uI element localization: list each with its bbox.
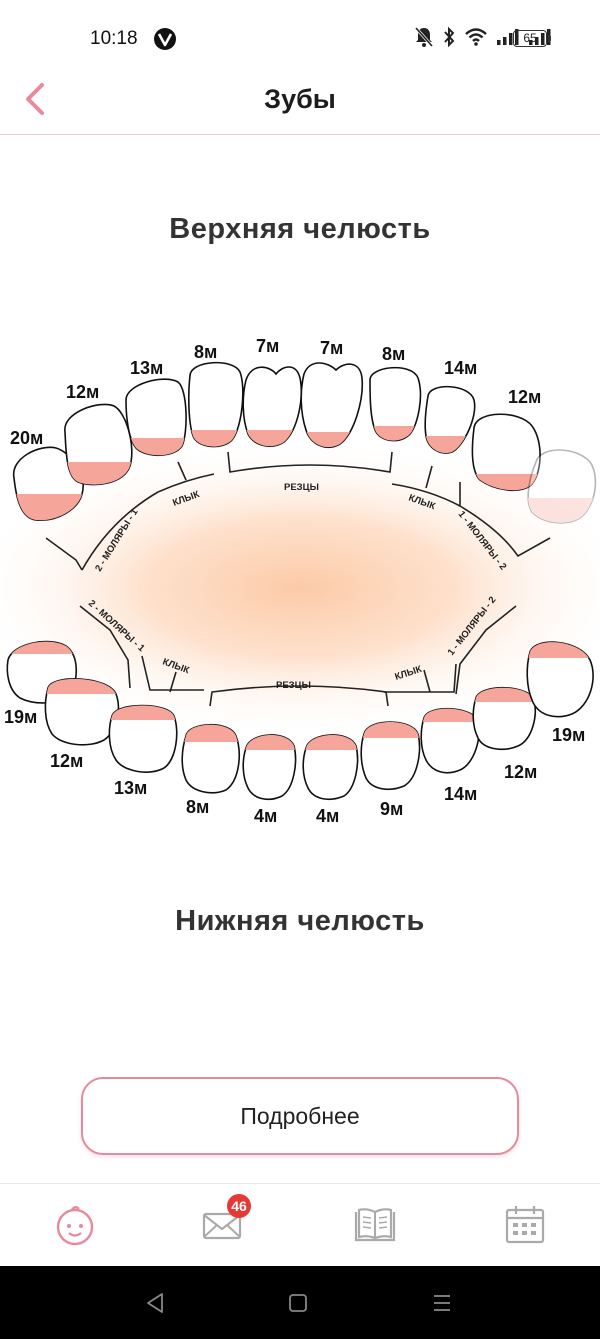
wifi-icon [465, 28, 487, 46]
tooth[interactable] [40, 670, 140, 746]
tooth-age-label: 8м [194, 342, 217, 362]
tooth[interactable] [180, 361, 260, 460]
tooth-age-label: 19м [552, 725, 585, 745]
tooth[interactable] [466, 676, 556, 751]
back-button[interactable] [18, 80, 54, 120]
tooth-age-label: 12м [504, 762, 537, 782]
tooth-age-label: 12м [66, 382, 99, 402]
status-time: 10:18 [90, 28, 138, 49]
tooth[interactable] [414, 696, 494, 774]
tooth-age-label: 8м [382, 344, 405, 364]
tooth-age-label: 20м [10, 428, 43, 448]
teeth-diagram: 20м 12м 13м 8м 7м 7м 8м 14м 12м 19м 12м … [0, 336, 600, 826]
bluetooth-icon [444, 26, 455, 48]
tooth-age-label: 4м [316, 806, 339, 826]
menu-lines-icon[interactable] [431, 1292, 453, 1314]
lower-teeth [6, 640, 594, 801]
back-triangle-icon[interactable] [144, 1292, 166, 1314]
bottom-nav: 46 [0, 1183, 600, 1267]
book-icon[interactable] [350, 1200, 400, 1250]
tooth-age-label: 14м [444, 784, 477, 804]
tooth[interactable] [290, 362, 370, 462]
tooth[interactable] [100, 696, 200, 773]
battery-icon: 65 [513, 30, 551, 47]
mute-bell-icon [414, 27, 434, 47]
tooth-age-label: 7м [320, 338, 343, 358]
signal-icon [497, 29, 519, 45]
tooth-age-label: 9м [380, 799, 403, 819]
group-label: РЕЗЦЫ [276, 680, 311, 691]
tooth-age-label: 19м [4, 707, 37, 727]
mouth-glow [0, 438, 600, 738]
tooth-age-label: 13м [114, 778, 147, 798]
status-bar: 10:18 6 [0, 0, 600, 78]
app-v-icon [154, 28, 176, 50]
tooth-age-label: 14м [444, 358, 477, 378]
unread-badge: 46 [227, 1194, 251, 1218]
lower-jaw-title: Нижняя челюсть [175, 905, 425, 937]
tooth[interactable] [50, 403, 150, 502]
tooth[interactable] [176, 712, 256, 794]
tooth[interactable] [236, 724, 316, 801]
group-label: РЕЗЦЫ [284, 482, 319, 493]
chevron-left-icon [26, 83, 44, 115]
tooth[interactable] [296, 724, 376, 801]
tooth-age-label: 12м [50, 751, 83, 771]
baby-face-icon[interactable] [50, 1200, 100, 1250]
mail-icon[interactable] [197, 1200, 247, 1250]
group-brackets [45, 451, 551, 707]
upper-teeth-labels: 20м 12м 13м 8м 7м 7м 8м 14м 12м [10, 336, 541, 448]
tooth-age-label: 7м [256, 336, 279, 356]
tooth-age-label: 8м [186, 797, 209, 817]
lower-teeth-labels: 19м 12м 13м 8м 4м 4м 9м 14м 12м 19м [4, 707, 585, 826]
app-header: Зубы [0, 78, 600, 135]
tooth[interactable] [110, 378, 210, 478]
details-button[interactable]: Подробнее [81, 1077, 519, 1155]
home-square-icon[interactable] [287, 1292, 309, 1314]
system-nav-bar [0, 1266, 600, 1339]
tooth-age-label: 4м [254, 806, 277, 826]
tooth-age-label: 12м [508, 387, 541, 407]
tooth[interactable] [360, 366, 440, 456]
tooth-age-label: 13м [130, 358, 163, 378]
page-title: Зубы [264, 84, 336, 114]
upper-jaw-title: Верхняя челюсть [169, 213, 431, 245]
tooth[interactable] [354, 710, 434, 791]
calendar-icon[interactable] [500, 1200, 550, 1250]
